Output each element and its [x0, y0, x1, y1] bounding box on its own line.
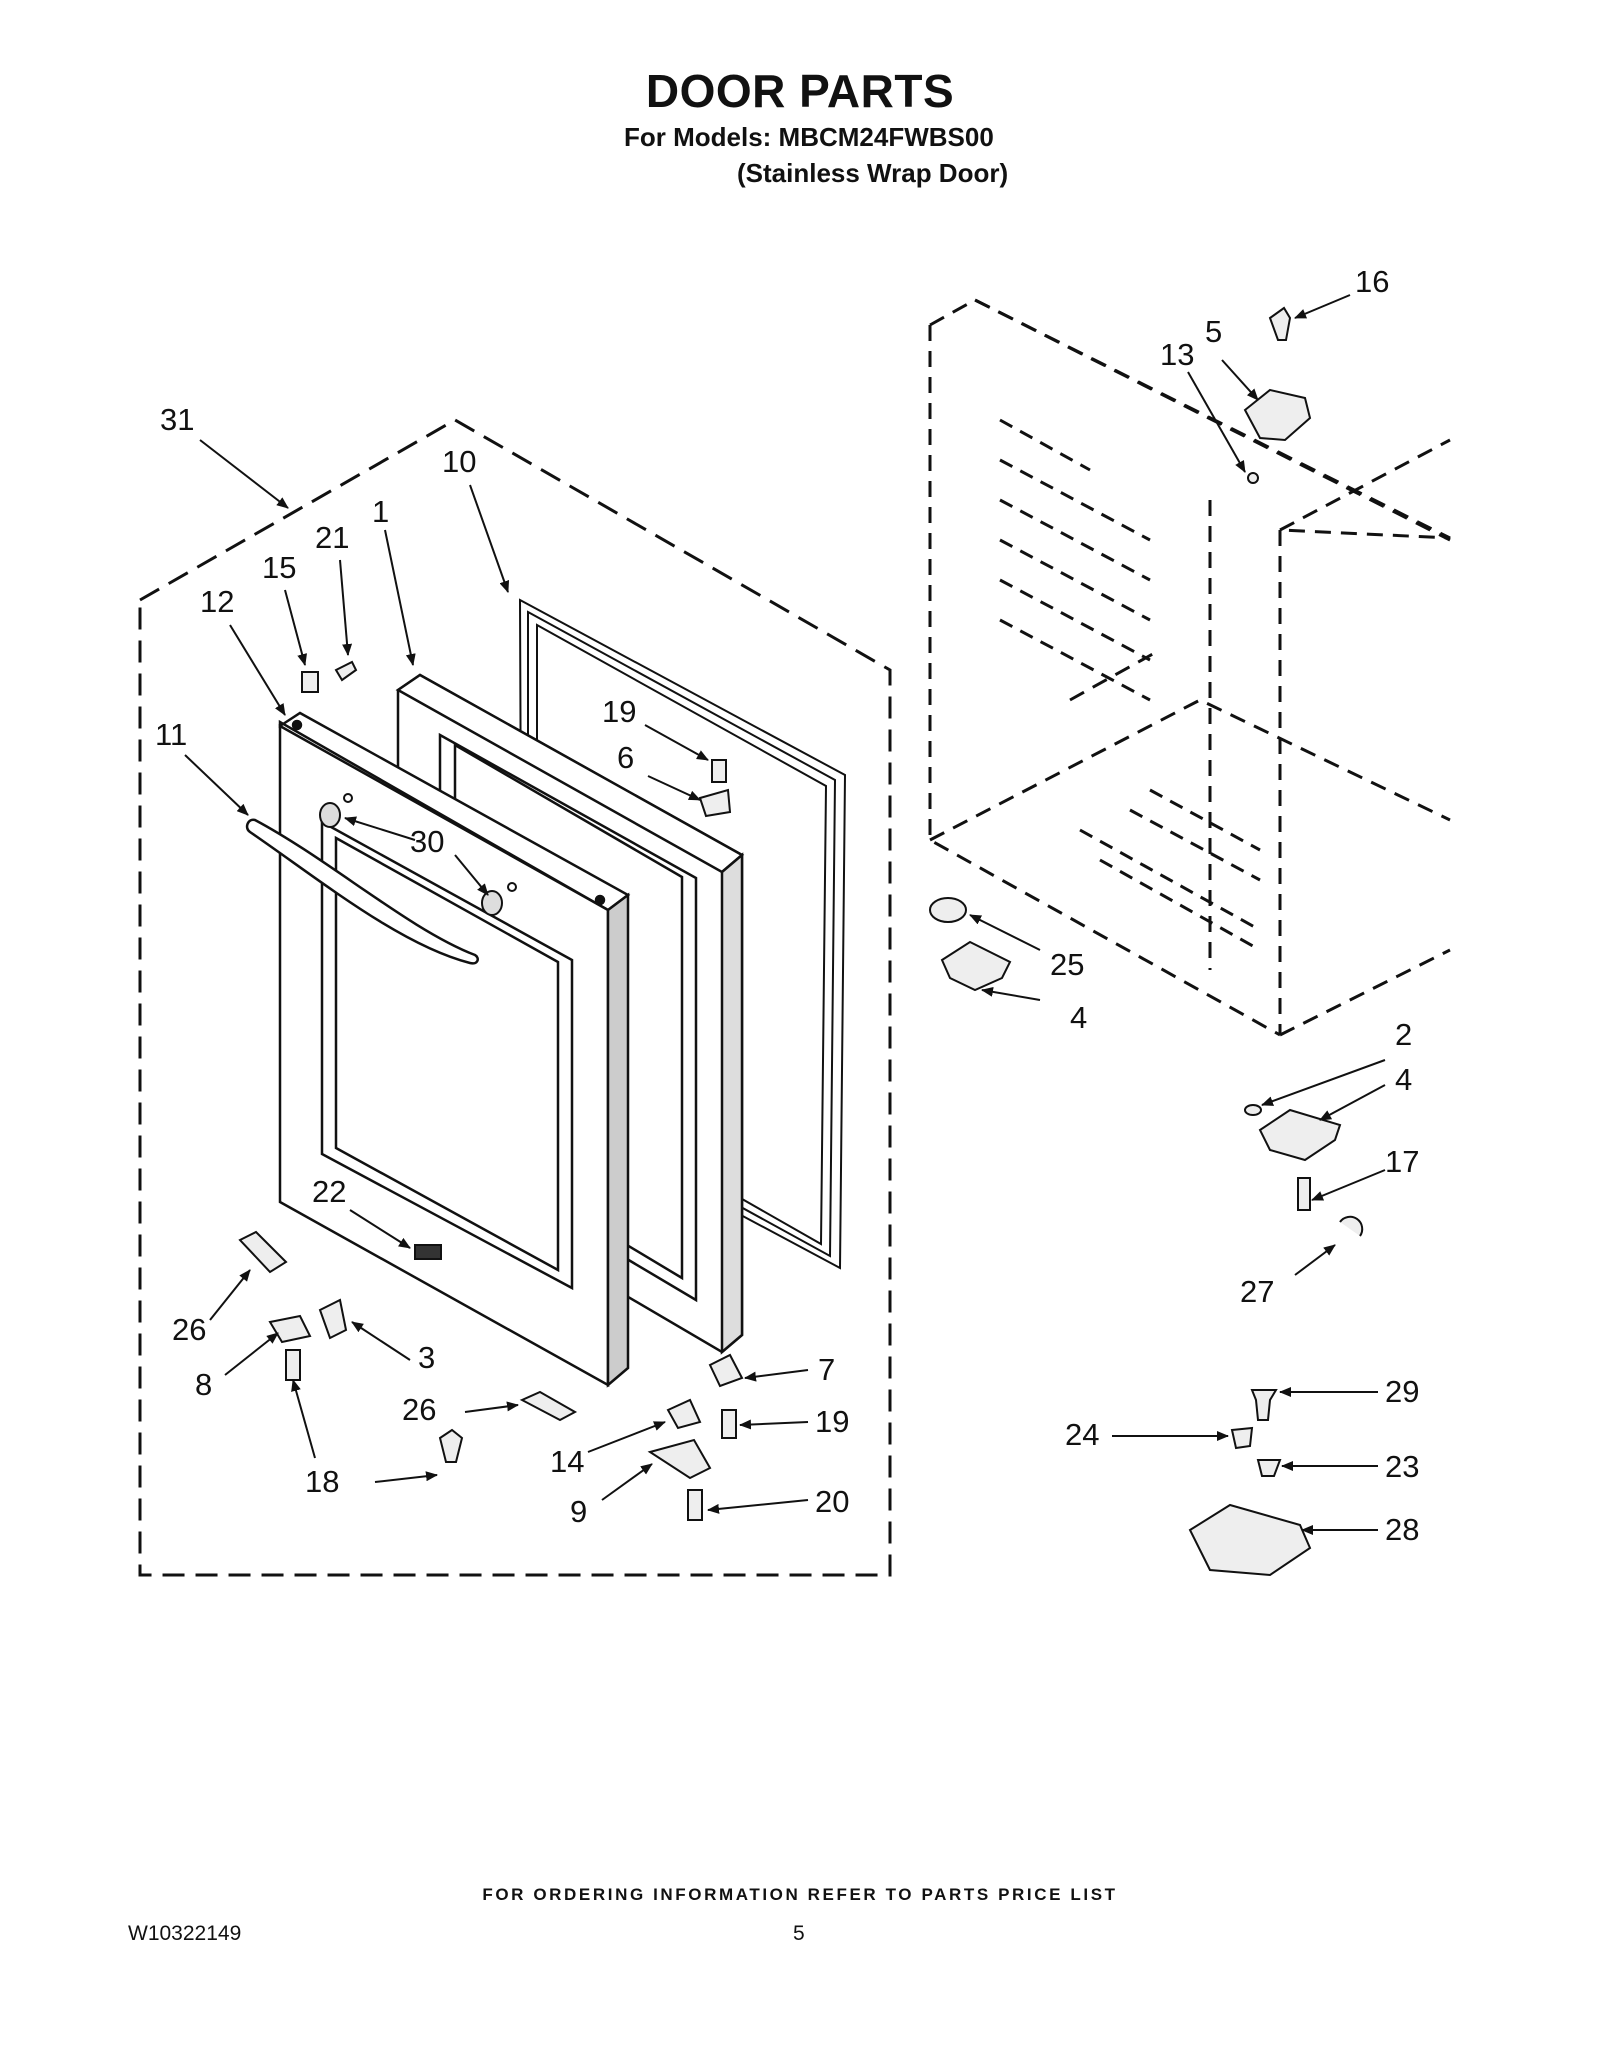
- callout-10: 10: [442, 444, 476, 479]
- callout-28: 28: [1385, 1512, 1419, 1547]
- callout-7: 7: [818, 1352, 835, 1387]
- callout-1: 1: [372, 494, 389, 529]
- leader-22: [349, 1209, 411, 1249]
- leader-31: [199, 439, 289, 509]
- ordering-note: FOR ORDERING INFORMATION REFER TO PARTS …: [482, 1885, 1118, 1904]
- callout-15: 15: [262, 550, 296, 585]
- leader-11: [184, 754, 249, 816]
- callout-12: 12: [200, 584, 234, 619]
- leader-10: [469, 484, 510, 593]
- callout-labels: 31 10 1 21 15 12 11 19 6 30 22 26 8 3 18…: [155, 264, 1419, 1547]
- leader-25: [969, 914, 1041, 951]
- leader-14: [587, 1421, 666, 1453]
- callout-17: 17: [1385, 1144, 1419, 1179]
- top-door-parts: [301, 660, 732, 818]
- leveling-foot-parts: [1188, 1389, 1312, 1577]
- cabinet-outline: [928, 298, 1451, 1037]
- leader-16: [1294, 294, 1351, 319]
- callout-20: 20: [815, 1484, 849, 1519]
- callout-6: 6: [617, 740, 634, 775]
- callout-8: 8: [195, 1367, 212, 1402]
- leader-5: [1221, 359, 1259, 401]
- callout-24: 24: [1065, 1417, 1099, 1452]
- variant-line: (Stainless Wrap Door): [737, 158, 1009, 188]
- callout-22: 22: [312, 1174, 346, 1209]
- callout-19-upper: 19: [602, 694, 636, 729]
- leader-20: [707, 1499, 809, 1514]
- door-handle: [245, 818, 479, 965]
- leader-18a: [291, 1379, 316, 1459]
- callout-23: 23: [1385, 1449, 1419, 1484]
- callout-5: 5: [1205, 314, 1222, 349]
- leader-8: [224, 1332, 279, 1376]
- callout-14: 14: [550, 1444, 584, 1479]
- callout-31: 31: [160, 402, 194, 437]
- callout-26-left: 26: [172, 1312, 206, 1347]
- page-title: DOOR PARTS: [645, 65, 955, 117]
- leader-4b: [1319, 1084, 1386, 1121]
- callout-18: 18: [305, 1464, 339, 1499]
- callout-3: 3: [418, 1340, 435, 1375]
- handle-spacers: [319, 793, 517, 916]
- leader-19a: [644, 724, 709, 761]
- leader-18b: [374, 1471, 438, 1483]
- leader-2: [1261, 1059, 1386, 1106]
- leader-30a: [344, 816, 416, 841]
- leader-1: [384, 529, 416, 666]
- door-outer-panel: [278, 711, 631, 1388]
- callout-leaders: [184, 294, 1386, 1535]
- callout-27: 27: [1240, 1274, 1274, 1309]
- callout-11: 11: [155, 717, 187, 752]
- callout-29: 29: [1385, 1374, 1419, 1409]
- leader-19b: [739, 1419, 809, 1430]
- callout-13: 13: [1160, 337, 1194, 372]
- callout-25: 25: [1050, 947, 1084, 982]
- leader-27: [1294, 1244, 1336, 1276]
- callout-26-center: 26: [402, 1392, 436, 1427]
- callout-16: 16: [1355, 264, 1389, 299]
- leader-6: [647, 775, 701, 801]
- leader-7: [744, 1369, 809, 1382]
- models-line: For Models: MBCM24FWBS00: [624, 122, 994, 152]
- leader-30b: [454, 854, 489, 896]
- hinge-parts: [929, 306, 1364, 1237]
- leader-26a: [209, 1269, 251, 1321]
- callout-2: 2: [1395, 1017, 1412, 1052]
- callout-19-lower: 19: [815, 1404, 849, 1439]
- leader-4a: [981, 986, 1041, 1001]
- leader-26b: [464, 1401, 519, 1413]
- callout-9: 9: [570, 1494, 587, 1529]
- page-number: 5: [793, 1922, 805, 1945]
- document-number: W10322149: [128, 1922, 242, 1945]
- leader-17: [1311, 1169, 1386, 1201]
- cabinet-shelf-rails: [999, 418, 1261, 952]
- leader-15: [284, 589, 307, 666]
- callout-4-lower: 4: [1395, 1062, 1412, 1097]
- door-assembly-boundary: [138, 418, 892, 1577]
- leader-21: [339, 559, 353, 656]
- leader-9: [601, 1463, 653, 1501]
- leader-13: [1187, 371, 1246, 473]
- leader-3: [351, 1321, 411, 1361]
- leader-12: [229, 624, 286, 716]
- callout-30: 30: [410, 824, 444, 859]
- callout-21: 21: [315, 520, 349, 555]
- callout-4-upper: 4: [1070, 1000, 1087, 1035]
- lower-door-parts: [238, 1230, 744, 1521]
